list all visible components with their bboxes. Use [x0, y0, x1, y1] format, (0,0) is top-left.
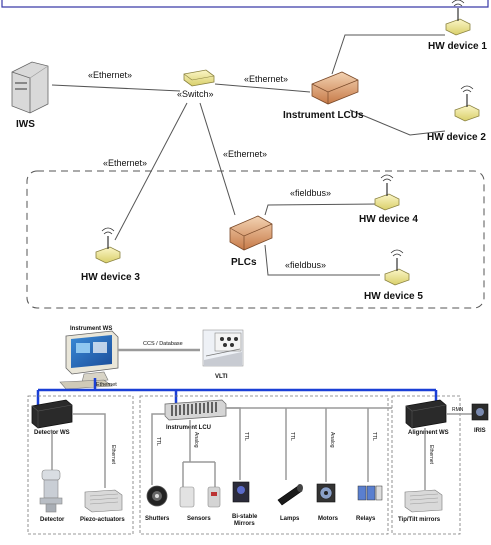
shutters-ttl-label: TTL — [155, 437, 161, 446]
instrument-ws-computer-icon — [59, 330, 119, 390]
iws-label: IWS — [16, 119, 35, 130]
mirrors-ttl-label: TTL — [243, 432, 249, 441]
hw-device-5-icon — [384, 249, 410, 286]
hw-device-1-icon — [445, 0, 471, 36]
switch-label: «Switch» — [177, 89, 214, 99]
ethernet-label-lcu: «Ethernet» — [244, 74, 288, 84]
hw-device-4-label: HW device 4 — [359, 214, 418, 225]
alignment-ws-label: Alignment WS — [408, 430, 449, 436]
relays-ttl-label: TTL — [371, 432, 377, 441]
motor-icon — [316, 483, 336, 503]
detector-ws-links — [51, 413, 106, 488]
piezo-actuators-label: Piezo-actuators — [80, 517, 125, 523]
instrument-lcus-label: Instrument LCUs — [283, 110, 364, 121]
hardware-group-frames — [27, 395, 461, 535]
rmn-label: RMN — [452, 407, 464, 413]
motors-analog-label: Analog — [329, 432, 335, 448]
bistable-label: Bi-stable — [232, 514, 258, 520]
piezo-actuators-icon — [84, 489, 123, 513]
top-frame-border — [1, 0, 489, 8]
detector-icon — [39, 469, 63, 513]
lcu-device-links — [151, 407, 392, 487]
switch-icon — [183, 69, 215, 87]
hw-device-3-label: HW device 3 — [81, 272, 140, 283]
ethernet-label-hw3: «Ethernet» — [103, 158, 147, 168]
fieldbus-label-2: «fieldbus» — [285, 260, 326, 270]
vlti-telescope-icon — [202, 329, 244, 367]
alignment-ws-computer-icon — [405, 399, 447, 429]
plc-subnet-boundary — [26, 170, 485, 309]
instrument-lcu-box-icon — [311, 71, 359, 105]
lamps-ttl-label: TTL — [289, 432, 295, 441]
lamp-icon — [277, 484, 303, 506]
relays-label: Relays — [356, 516, 376, 522]
shutters-label: Shutters — [145, 516, 170, 522]
ethernet-label-iws: «Ethernet» — [88, 70, 132, 80]
hw-device-2-label: HW device 2 — [427, 132, 486, 143]
vlti-label: VLTI — [215, 374, 228, 380]
instrument-lcu-rack-icon — [164, 399, 227, 421]
instrument-lcu-label: Instrument LCU — [166, 425, 211, 431]
shutter-icon — [146, 485, 168, 507]
sensor-icon — [179, 486, 221, 508]
mirrors-label: Mirrors — [234, 521, 255, 527]
detector-ws-computer-icon — [31, 399, 73, 429]
detector-ethernet-label: Ethernet — [110, 445, 116, 465]
alignment-ws-links — [424, 413, 472, 490]
hw-device-5-label: HW device 5 — [364, 291, 423, 302]
hw-device-1-label: HW device 1 — [428, 41, 487, 52]
tiptilt-mirrors-label: Tip/Tilt mirrors — [398, 517, 441, 523]
ethernet-label-plc: «Ethernet» — [223, 149, 267, 159]
sensors-analog-label: Analog — [193, 432, 199, 448]
tiptilt-mirrors-icon — [404, 489, 443, 513]
plcs-label: PLCs — [231, 257, 257, 268]
relay-icon — [357, 485, 383, 501]
instrument-ws-label: Instrument WS — [70, 326, 112, 332]
detector-label: Detector — [40, 517, 65, 523]
sensors-label: Sensors — [187, 516, 211, 522]
lamps-label: Lamps — [280, 516, 300, 522]
ccs-database-label: CCS / Database — [143, 341, 183, 347]
bistable-mirror-icon — [232, 481, 250, 503]
ethernet-bus-label: Ethernet — [96, 382, 117, 388]
iws-computer-icon — [11, 61, 49, 114]
hw-device-3-icon — [95, 227, 121, 264]
ethernet-bus — [36, 378, 438, 405]
iris-label: IRIS — [474, 428, 486, 434]
alignment-ethernet-label: Ethernet — [428, 445, 434, 465]
plc-box-icon — [229, 215, 273, 251]
hw-device-4-icon — [374, 174, 400, 211]
iris-camera-icon — [471, 403, 489, 421]
fieldbus-label-1: «fieldbus» — [290, 188, 331, 198]
motors-label: Motors — [318, 516, 339, 522]
hw-device-2-icon — [454, 85, 480, 122]
